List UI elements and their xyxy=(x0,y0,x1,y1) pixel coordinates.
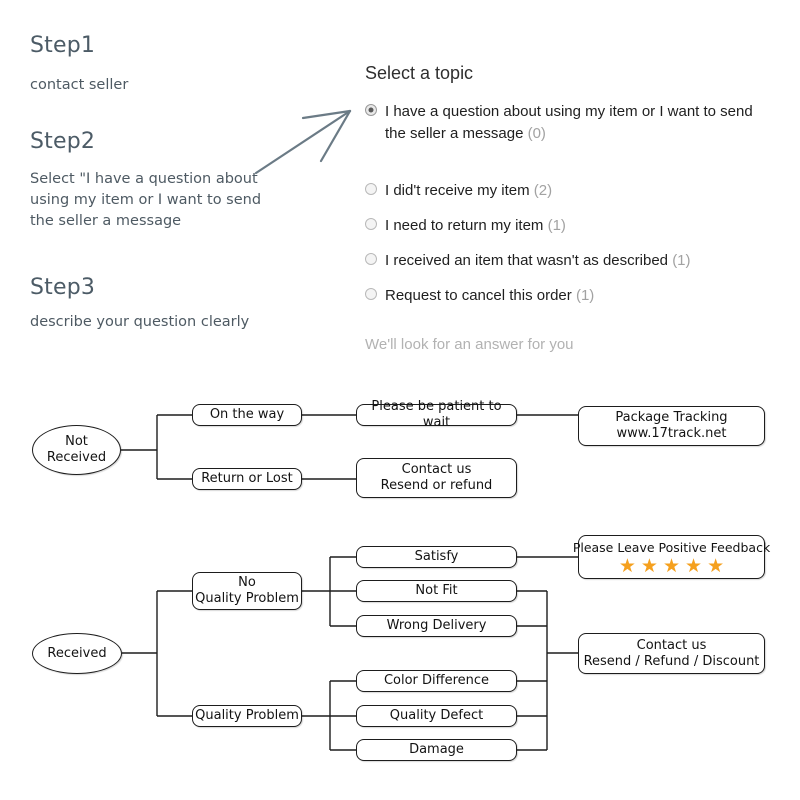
radio-question-icon[interactable] xyxy=(365,104,377,116)
node-damage: Damage xyxy=(356,739,517,761)
node-received-root: Received xyxy=(32,633,122,674)
topic-option-label: Request to cancel this order xyxy=(385,287,572,304)
topic-option-count: (1) xyxy=(547,217,566,234)
star-icon: ★ xyxy=(618,556,636,577)
topic-option-label: I have a question about using my item or… xyxy=(385,103,753,142)
node-please-be-patient: Please be patient to wait xyxy=(356,399,517,430)
step-3-body: describe your question clearly xyxy=(30,314,250,330)
star-icon: ★ xyxy=(685,556,703,577)
topic-panel-title: Select a topic xyxy=(365,63,474,83)
topic-option-not-received[interactable]: I did't receive my item (2) xyxy=(365,180,765,202)
step-2-body: Select "I have a question about using my… xyxy=(30,171,262,229)
radio-return-icon[interactable] xyxy=(365,218,377,230)
node-positive-feedback: Please Leave Positive Feedback ★ ★ ★ ★ ★ xyxy=(573,535,770,579)
node-return-or-lost: Return or Lost xyxy=(192,468,302,490)
star-icon: ★ xyxy=(640,556,658,577)
star-icon: ★ xyxy=(707,556,725,577)
pointer-arrow-icon xyxy=(254,109,352,175)
node-quality-problem: Quality Problem xyxy=(192,705,302,727)
radio-not-as-described-icon[interactable] xyxy=(365,253,377,265)
feedback-text: Please Leave Positive Feedback xyxy=(572,540,771,555)
node-wrong-delivery: Wrong Delivery xyxy=(356,615,517,637)
topic-option-not-as-described[interactable]: I received an item that wasn't as descri… xyxy=(365,250,775,272)
topic-option-label: I need to return my item xyxy=(385,217,544,234)
node-package-tracking: Package Tracking www.17track.net xyxy=(578,406,765,446)
node-not-received-root: Not Received xyxy=(32,425,121,475)
node-quality-defect: Quality Defect xyxy=(356,705,517,727)
topic-option-question[interactable]: I have a question about using my item or… xyxy=(365,101,765,145)
topic-option-count: (0) xyxy=(527,125,546,142)
topic-panel-footnote: We'll look for an answer for you xyxy=(365,336,574,353)
node-contact-us-resend-refund-discount: Contact us Resend / Refund / Discount xyxy=(578,633,765,674)
topic-option-cancel-order[interactable]: Request to cancel this order (1) xyxy=(365,285,765,307)
step-2-heading: Step2 xyxy=(30,129,96,154)
topic-option-count: (1) xyxy=(575,287,595,304)
radio-cancel-order-icon[interactable] xyxy=(365,288,377,300)
topic-option-return[interactable]: I need to return my item (1) xyxy=(365,215,765,237)
radio-not-received-icon[interactable] xyxy=(365,183,377,195)
node-contact-us-resend-refund: Contact us Resend or refund xyxy=(356,458,517,498)
star-icon: ★ xyxy=(662,556,681,577)
node-not-fit: Not Fit xyxy=(356,580,517,602)
topic-option-label: I received an item that wasn't as descri… xyxy=(385,252,669,269)
star-rating: ★ ★ ★ ★ ★ xyxy=(619,557,724,576)
node-color-difference: Color Difference xyxy=(356,670,517,692)
step-1-heading: Step1 xyxy=(30,33,96,58)
node-on-the-way: On the way xyxy=(192,404,302,426)
step-1-body: contact seller xyxy=(30,77,129,93)
node-satisfy: Satisfy xyxy=(356,546,517,568)
node-no-quality-problem: No Quality Problem xyxy=(192,572,302,610)
topic-option-label: I did't receive my item xyxy=(385,182,530,199)
topic-option-count: (1) xyxy=(672,252,691,269)
step-3-heading: Step3 xyxy=(30,275,96,300)
topic-option-count: (2) xyxy=(533,182,553,199)
